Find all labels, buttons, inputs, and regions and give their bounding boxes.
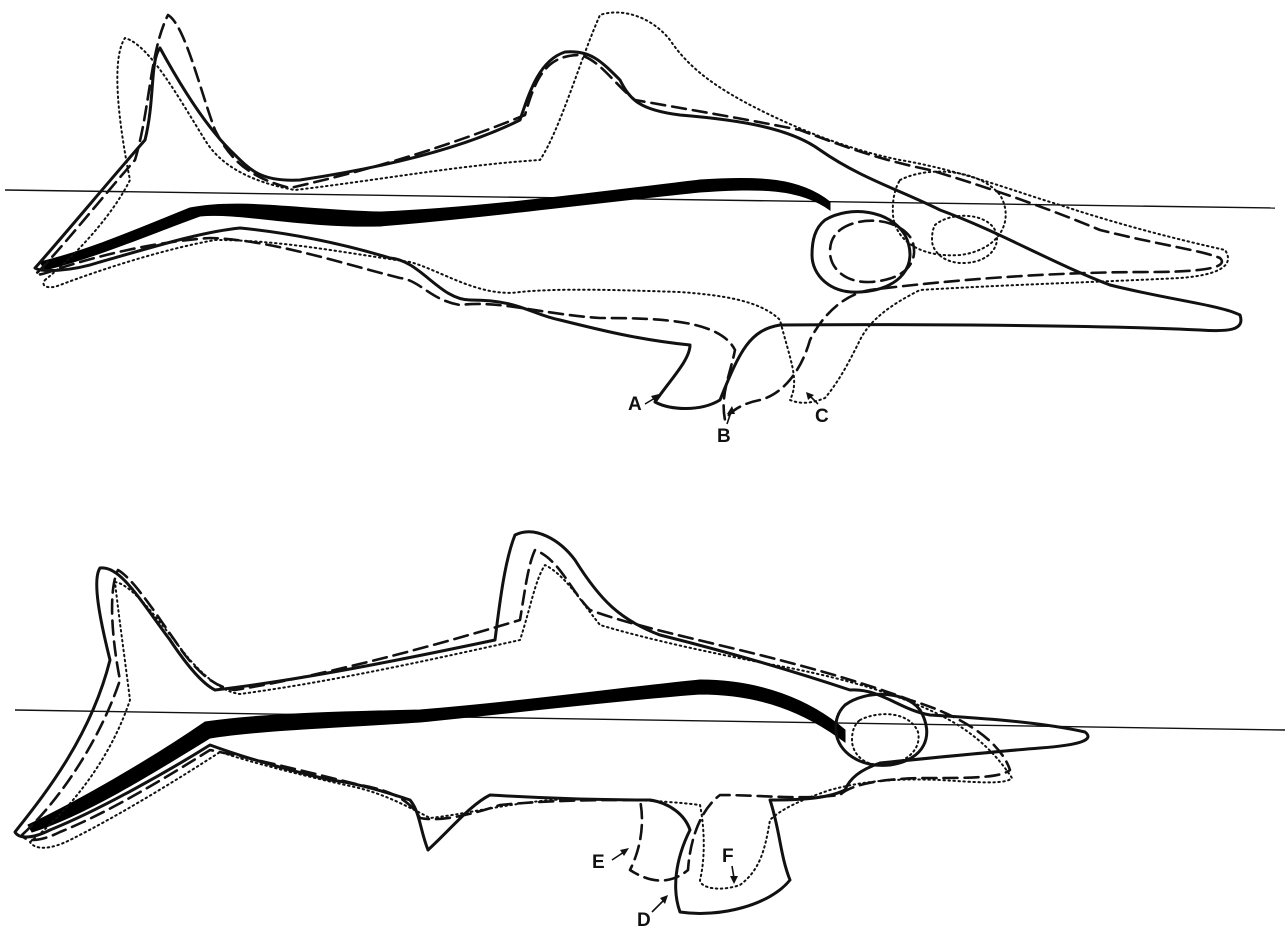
bottom-head-solid <box>836 694 927 765</box>
top-label-A: A <box>628 394 659 415</box>
top-label-B: B <box>717 406 735 447</box>
top-panel: A B C <box>5 12 1275 447</box>
svg-text:C: C <box>815 406 829 427</box>
bottom-vertebral-column <box>28 680 845 832</box>
svg-text:E: E <box>592 852 605 873</box>
top-eye-ring-dotted-2 <box>932 216 997 263</box>
bottom-label-F: F <box>722 846 738 884</box>
svg-text:A: A <box>628 394 642 415</box>
svg-text:D: D <box>637 910 651 926</box>
bottom-label-E: E <box>592 848 629 873</box>
bottom-label-D: D <box>637 895 668 926</box>
bottom-head-dotted <box>852 714 919 765</box>
svg-text:F: F <box>722 846 734 867</box>
top-outline-solid-A <box>35 48 1241 409</box>
top-eye-ring-dashed <box>830 221 914 282</box>
top-outline-dashed-B <box>36 15 1222 420</box>
bottom-outline-dashed-E <box>22 550 1010 881</box>
top-eye-ring-solid <box>812 212 910 293</box>
bottom-panel: D E F <box>15 532 1285 926</box>
svg-text:B: B <box>717 426 731 447</box>
